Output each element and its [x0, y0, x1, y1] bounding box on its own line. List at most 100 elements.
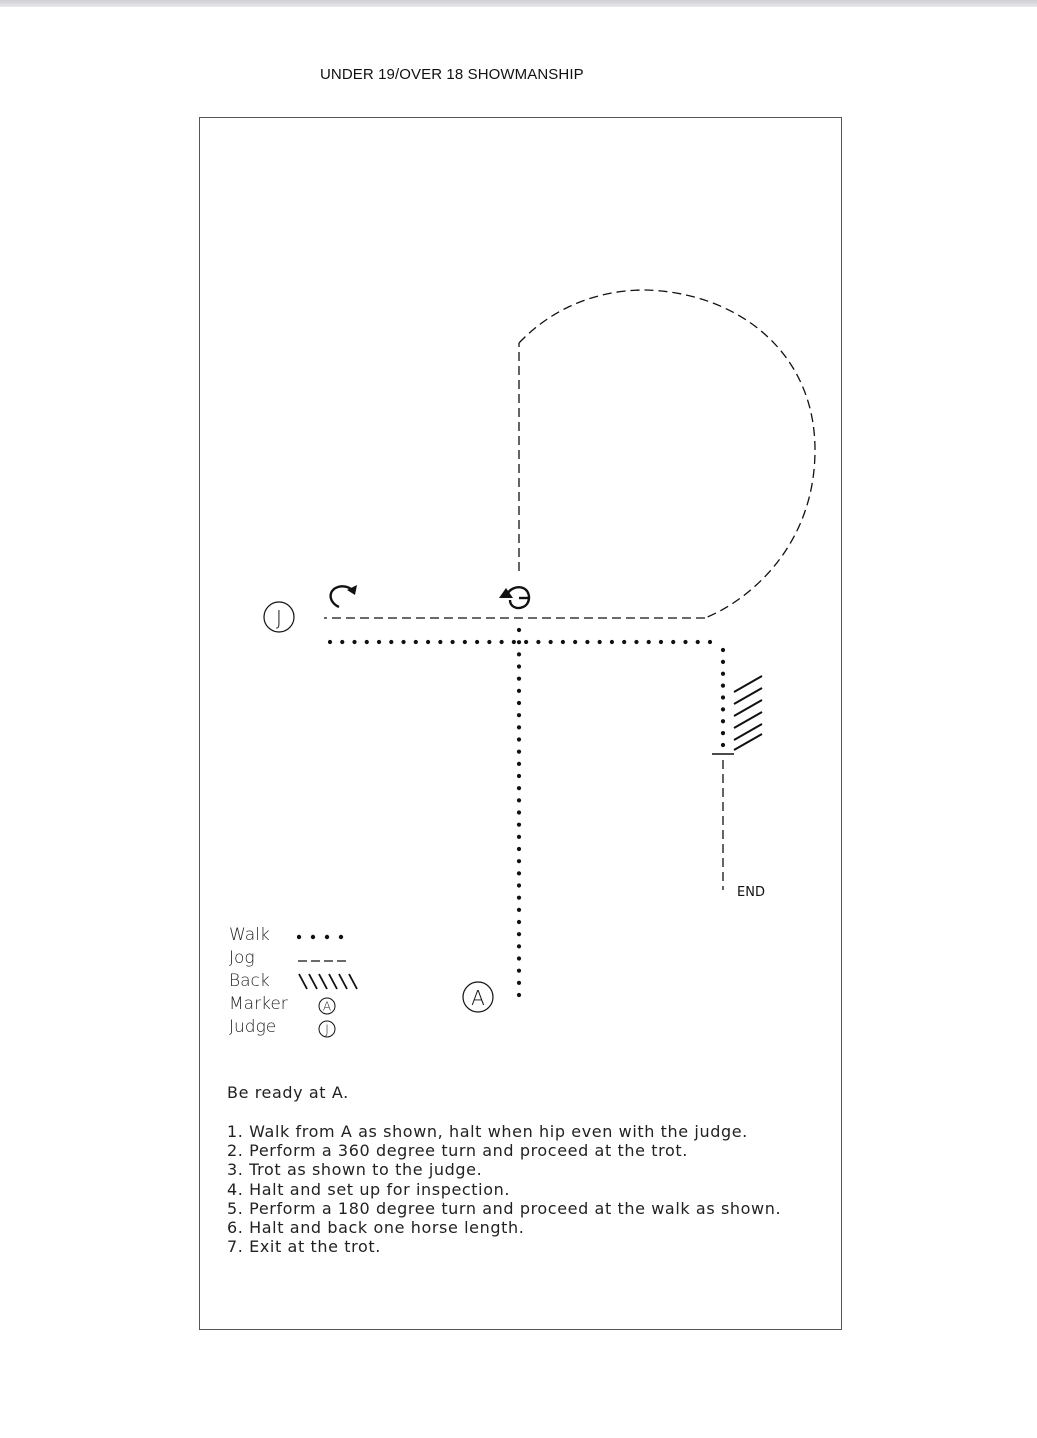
walk-dot	[352, 639, 357, 645]
walk-dots-icon	[296, 924, 357, 954]
walk-dot	[573, 639, 578, 645]
back-hatch	[733, 675, 763, 751]
svg-text:A: A	[471, 986, 485, 1010]
ready-instruction: Be ready at A.	[227, 1083, 349, 1102]
walk-dot	[720, 647, 726, 653]
legend-row-back: Back	[229, 970, 358, 993]
walk-dot	[401, 639, 406, 645]
turn-180-icon	[329, 585, 357, 609]
walk-dot	[516, 859, 522, 864]
walk-dot	[516, 749, 522, 754]
walk-path	[327, 627, 726, 998]
walk-dot	[516, 907, 522, 912]
walk-dot	[516, 944, 522, 949]
walk-dot	[548, 639, 553, 645]
walk-dot	[511, 639, 516, 645]
walk-dot	[516, 932, 522, 937]
walk-dot	[516, 895, 522, 900]
walk-dot	[516, 652, 522, 657]
walk-dot	[376, 639, 382, 645]
walk-dot	[413, 639, 418, 645]
walk-dot	[487, 639, 492, 645]
walk-dot	[516, 919, 522, 925]
instruction-step: 4. Halt and set up for inspection.	[227, 1179, 511, 1199]
judge-marker: J	[263, 601, 295, 633]
walk-dot	[720, 707, 726, 712]
walk-dot	[609, 639, 615, 645]
walk-dot	[720, 731, 726, 736]
instruction-step: 7. Exit at the trot.	[227, 1237, 381, 1257]
jog-dashes-icon	[297, 947, 357, 977]
legend-row-jog: Jog	[229, 947, 347, 970]
start-marker: A	[462, 981, 494, 1013]
walk-dot	[516, 846, 522, 852]
svg-text:J: J	[325, 1023, 329, 1037]
walk-dot	[425, 639, 431, 645]
walk-dot	[516, 627, 522, 633]
circled-j-icon: J	[297, 1016, 357, 1046]
window-top-bar	[0, 0, 1037, 7]
walk-dot	[516, 980, 522, 985]
walk-dot	[516, 834, 522, 839]
walk-dot	[516, 822, 522, 827]
walk-dot	[585, 639, 590, 645]
walk-dot	[658, 639, 664, 645]
walk-dot	[646, 639, 651, 645]
walk-dot	[516, 786, 522, 791]
walk-dot	[516, 871, 522, 876]
walk-dot	[516, 798, 522, 803]
walk-dot	[720, 683, 726, 688]
svg-text:J: J	[276, 606, 282, 630]
walk-dot	[516, 713, 522, 718]
walk-dot	[327, 639, 333, 645]
legend-row-judge: Judge J	[229, 1016, 336, 1039]
walk-dot	[720, 671, 726, 676]
walk-dot	[389, 639, 394, 645]
walk-dot	[516, 761, 522, 766]
legend-row-marker: Marker A	[229, 993, 336, 1016]
instruction-step: 3. Trot as shown to the judge.	[227, 1160, 483, 1180]
legend: Walk Jog Back Marker A Judge J	[229, 924, 358, 1039]
walk-dot	[516, 883, 522, 888]
legend-row-walk: Walk	[229, 924, 344, 947]
walk-dot	[695, 639, 700, 645]
instruction-step: 2. Perform a 360 degree turn and proceed…	[227, 1141, 688, 1161]
walk-dot	[450, 639, 455, 645]
walk-dot	[516, 737, 522, 742]
walk-dot	[516, 725, 522, 730]
walk-dot	[516, 640, 522, 645]
pattern-title: UNDER 19/OVER 18 SHOWMANSHIP	[320, 66, 584, 83]
pattern-frame	[199, 117, 842, 1330]
walk-dot	[516, 700, 522, 706]
walk-dot	[683, 639, 688, 645]
walk-dot	[560, 639, 566, 645]
walk-dot	[524, 639, 529, 645]
walk-dot	[536, 639, 541, 645]
walk-dot	[720, 659, 726, 664]
walk-dot	[462, 639, 467, 645]
instruction-step: 6. Halt and back one horse length.	[227, 1217, 525, 1237]
instruction-step: 1. Walk from A as shown, halt when hip e…	[227, 1122, 748, 1141]
walk-dot	[499, 639, 504, 645]
walk-dot	[474, 639, 480, 645]
instruction-step: 5. Perform a 180 degree turn and proceed…	[227, 1198, 782, 1218]
walk-dot	[622, 639, 627, 645]
walk-dot	[597, 639, 602, 645]
circled-a-icon: A	[297, 993, 357, 1023]
walk-dot	[720, 695, 726, 700]
walk-dot	[720, 719, 726, 724]
turn-360-icon	[499, 586, 531, 610]
walk-dot	[516, 992, 522, 998]
walk-dot	[516, 968, 522, 973]
walk-dot	[516, 810, 522, 815]
jog-path	[324, 289, 816, 890]
walk-dot	[438, 639, 443, 645]
walk-dot	[340, 639, 345, 645]
walk-dot	[516, 676, 522, 681]
end-label: END	[737, 885, 765, 900]
walk-dot	[516, 956, 522, 961]
walk-dot	[720, 742, 726, 748]
walk-dot	[516, 688, 522, 693]
walk-dot	[516, 773, 522, 779]
pattern-instructions: Be ready at A. 1. Walk from A as shown, …	[227, 1083, 781, 1256]
